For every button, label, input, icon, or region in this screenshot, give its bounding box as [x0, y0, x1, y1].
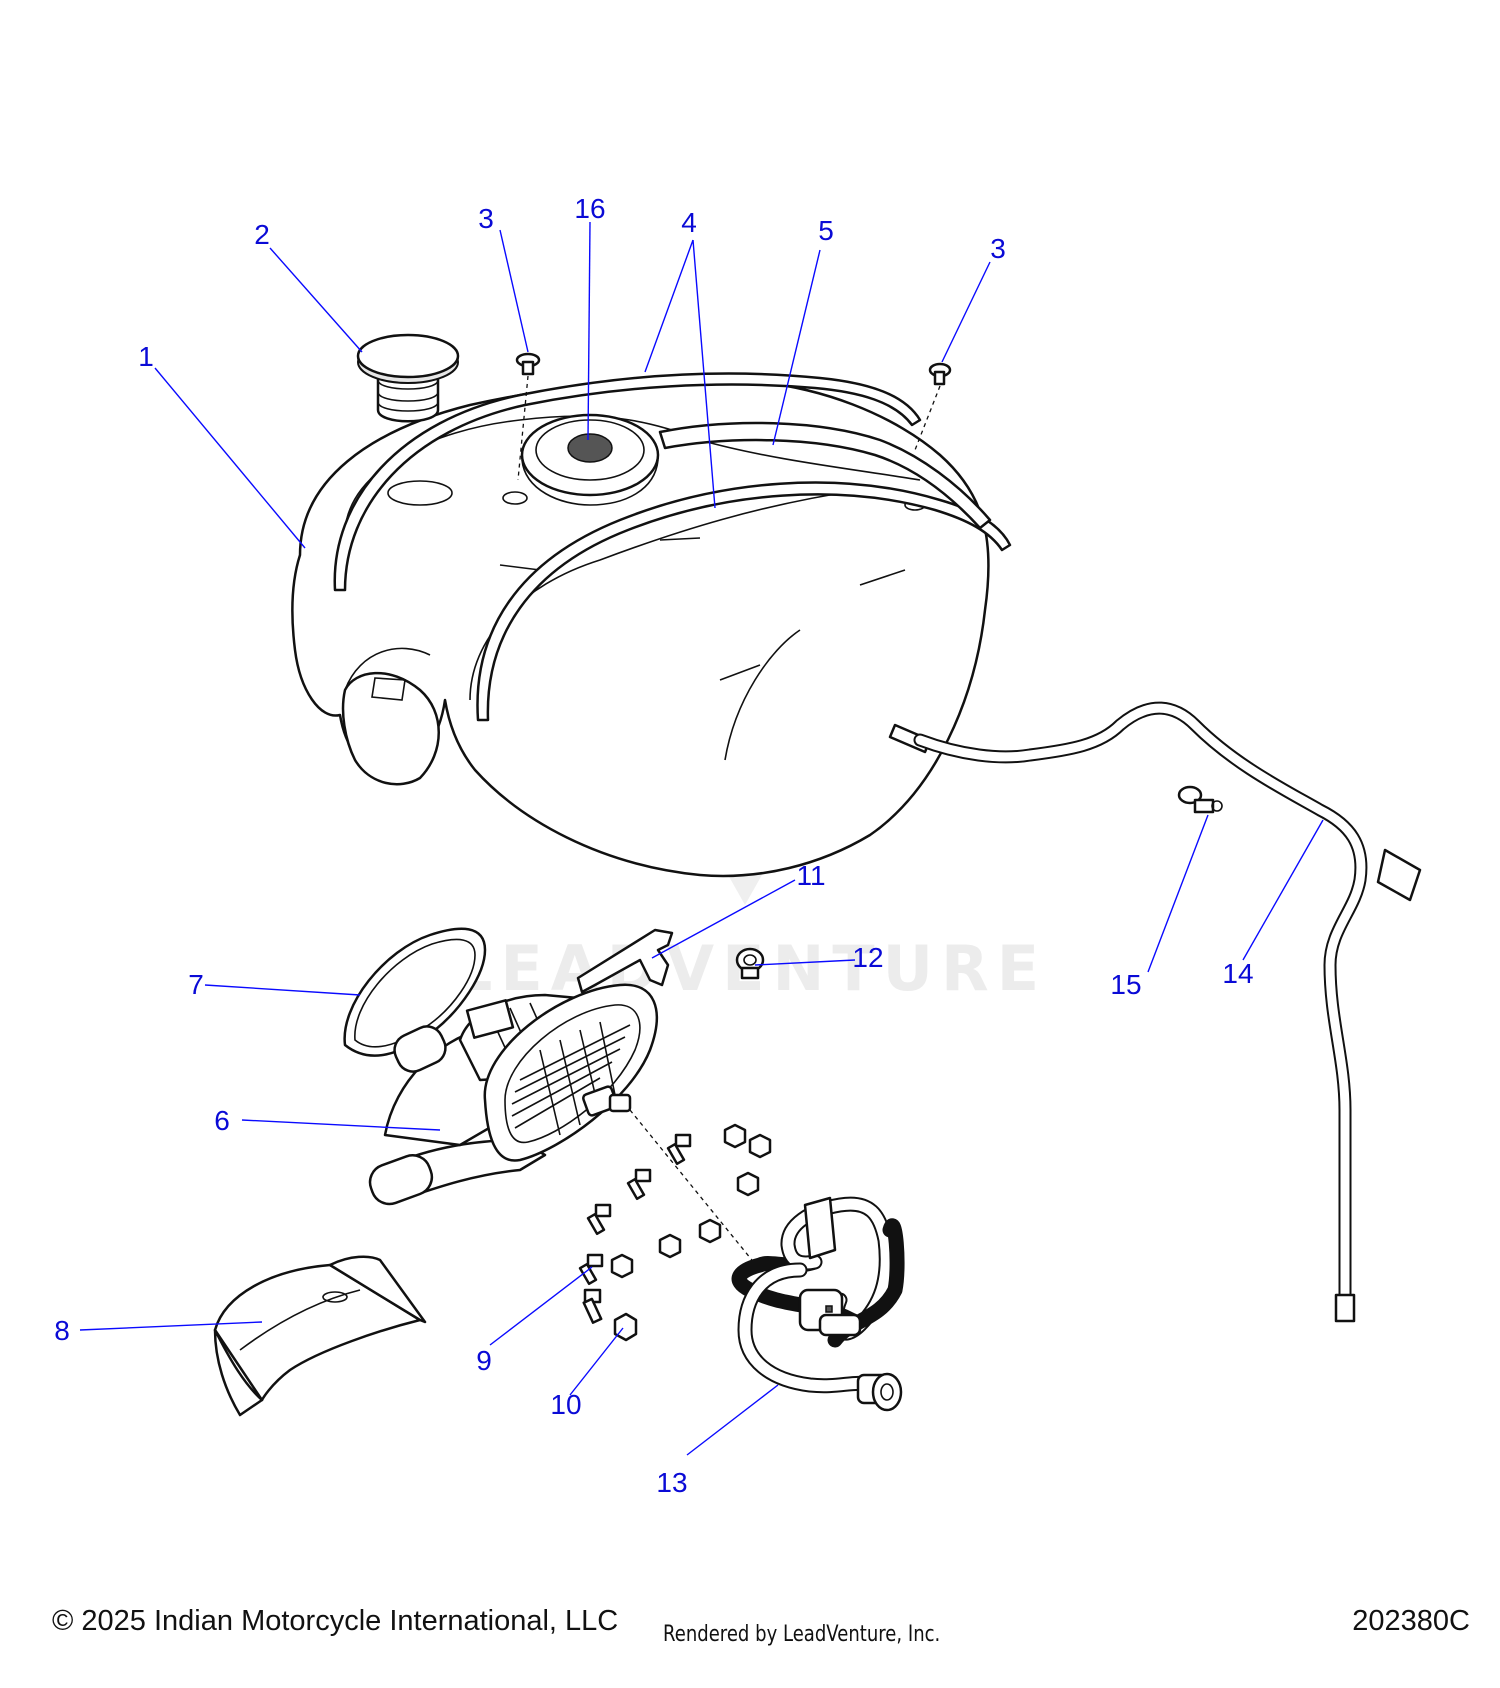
fuel-tank-highlight	[499, 537, 906, 681]
hose-clamp	[735, 947, 765, 980]
trim-strip-lower	[476, 481, 1012, 722]
callout-7: 7	[188, 969, 204, 1000]
footer-copyright: © 2025 Indian Motorcycle International, …	[52, 1605, 619, 1637]
footer-rendered-by: Rendered by LeadVenture, Inc.	[663, 1622, 941, 1647]
nut-part-10	[613, 1312, 638, 1342]
callout-3-rear: 3	[990, 233, 1006, 264]
mount-hole-front	[502, 491, 528, 505]
vent-hose	[915, 703, 1366, 1315]
screw-front	[515, 352, 541, 376]
callout-14: 14	[1222, 958, 1253, 989]
screw-front-centerline	[517, 375, 529, 481]
callout-16: 16	[574, 193, 605, 224]
bracket	[576, 928, 674, 994]
callout-6: 6	[214, 1105, 230, 1136]
fuel-line-main	[739, 1264, 876, 1392]
callout-8: 8	[54, 1315, 70, 1346]
fuel-tank-tunnel-bracket	[371, 677, 406, 701]
callout-10: 10	[550, 1389, 581, 1420]
vent-hose-clip	[1376, 848, 1422, 902]
callout-5: 5	[818, 215, 834, 246]
bolt	[578, 1253, 604, 1286]
fuel-tank-tunnel	[341, 671, 440, 786]
leader-lines	[79, 221, 1324, 1456]
callout-2: 2	[254, 219, 270, 250]
callouts: 1 2 3 3 4 5 6 7 8 9 10 11 12 13 14 15 16	[54, 193, 1253, 1498]
trim-strips	[333, 372, 1012, 722]
callout-13: 13	[656, 1467, 687, 1498]
fuel-tank-seam	[344, 647, 431, 691]
fuel-line-quick-connect	[856, 1372, 903, 1412]
hose-clamp-small	[1177, 785, 1223, 814]
callout-15: 15	[1110, 969, 1141, 1000]
callout-3-front: 3	[478, 203, 494, 234]
screw-rear-centerline	[914, 385, 941, 451]
vent-hose-end-fitting	[1334, 1293, 1356, 1323]
fuel-cap	[356, 333, 460, 423]
fuel-tank-side-line	[724, 629, 801, 761]
fuel-tank-crease	[469, 489, 861, 701]
heat-shield	[213, 1255, 427, 1417]
bolt-part-9	[582, 1288, 603, 1324]
fuel-pump-module	[368, 983, 761, 1271]
callout-12: 12	[852, 942, 883, 973]
callout-9: 9	[476, 1345, 492, 1376]
tank-console	[658, 421, 992, 530]
fuel-gauge-medallion	[520, 413, 660, 506]
flange-nuts	[610, 1123, 772, 1279]
trim-strip-upper	[333, 372, 922, 592]
flange-bolts	[578, 1133, 692, 1286]
callout-11: 11	[796, 860, 825, 891]
fuel-line-tag	[803, 1196, 837, 1260]
fuel-line-connector	[798, 1288, 862, 1337]
diagram-code: 202380C	[1352, 1605, 1470, 1637]
screw-rear	[928, 362, 952, 386]
bolt	[666, 1133, 692, 1166]
bolt	[586, 1203, 612, 1236]
filler-opening	[387, 480, 453, 506]
bolt	[626, 1168, 652, 1201]
callout-4: 4	[681, 207, 697, 238]
callout-1: 1	[138, 341, 154, 372]
